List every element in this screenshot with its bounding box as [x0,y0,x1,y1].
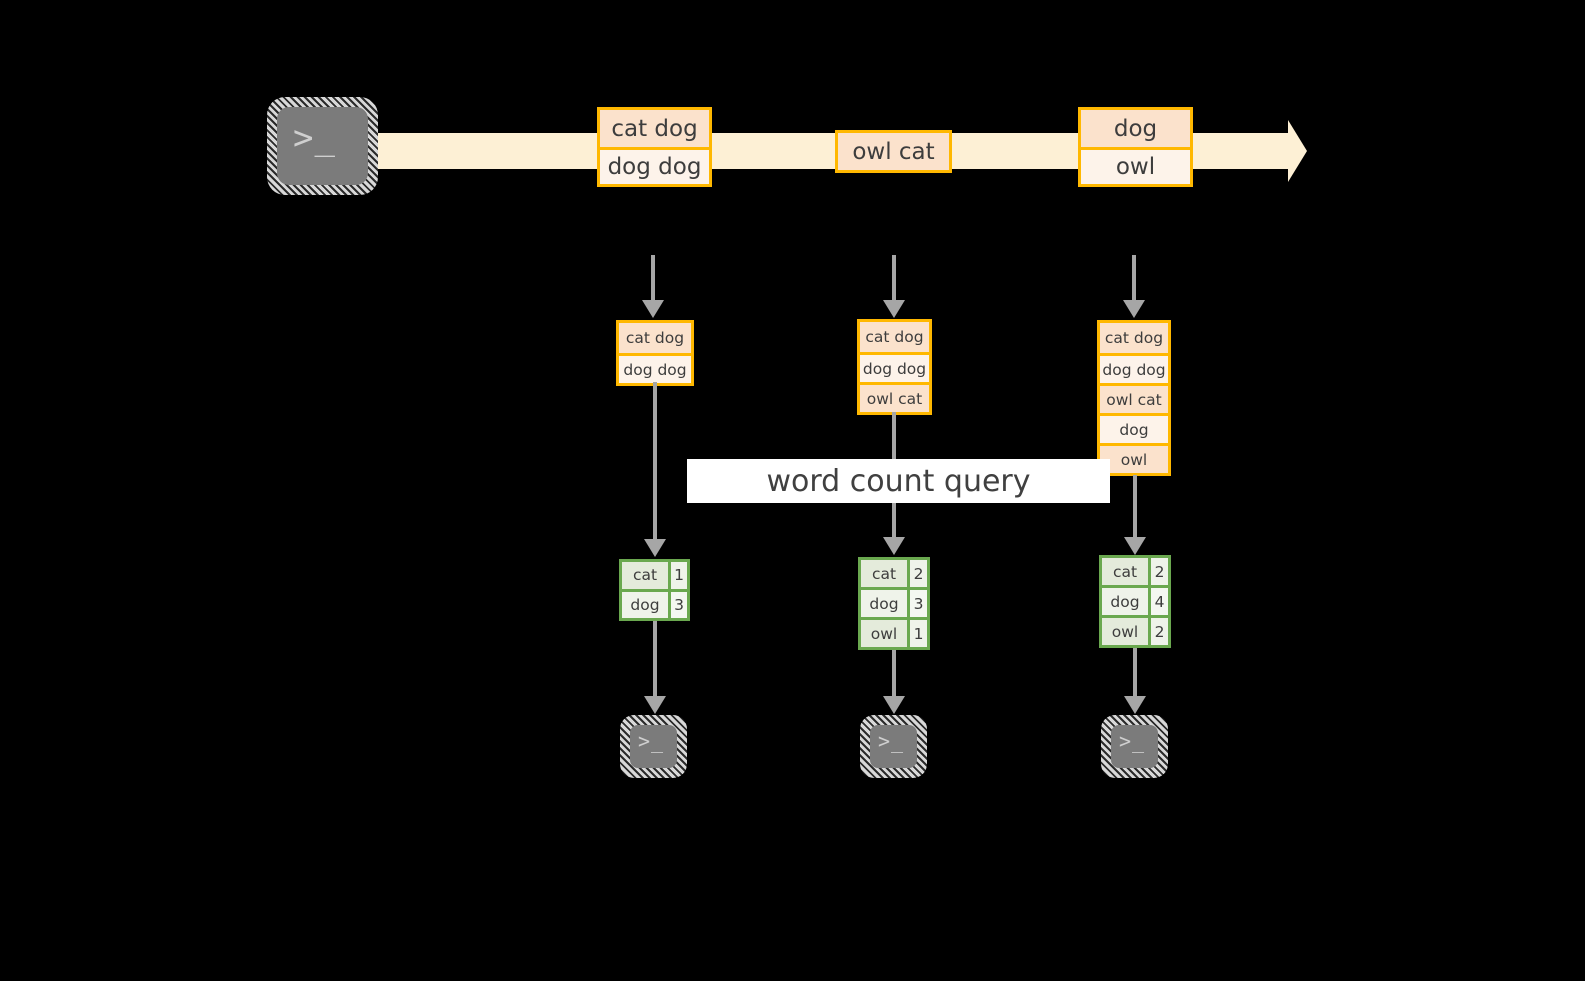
result-key: dog [622,591,668,618]
stream-batch-row: owl [1081,147,1190,184]
stage-1-result-arrowhead [644,539,666,557]
terminal-screen: >_ [1111,725,1158,768]
terminal-screen: >_ [630,725,677,768]
result-key: owl [861,620,907,647]
result-value: 2 [907,560,927,587]
result-row: dog 3 [861,587,927,617]
stage-2-sink-terminal-icon: >_ [860,715,927,778]
terminal-prompt-glyph: >_ [1119,729,1146,753]
stage-1-input-table: cat dog dog dog [616,320,694,386]
result-row: cat 2 [1102,558,1168,585]
input-row: owl cat [1100,383,1168,413]
stage-3-result-table: cat 2 dog 4 owl 2 [1099,555,1171,648]
result-key: dog [861,590,907,617]
result-row: dog 3 [622,588,687,618]
result-value: 2 [1148,558,1168,585]
stage-3-input-table: cat dog dog dog owl cat dog owl [1097,320,1171,476]
result-row: dog 4 [1102,585,1168,615]
terminal-prompt-glyph: >_ [878,729,905,753]
stage-1-sink-terminal-icon: >_ [620,715,687,778]
stage-2-trigger-arrowhead [883,300,905,318]
input-row: cat dog [1100,323,1168,353]
result-value: 3 [907,590,927,617]
stage-1-to-sink-connector [653,621,657,696]
stream-batch-row: dog dog [600,147,709,184]
stage-2-sink-arrowhead [883,696,905,714]
stream-batch-2: owl cat [835,130,952,173]
result-key: cat [1102,558,1148,585]
stream-batch-3: dog owl [1078,107,1193,187]
stream-batch-row: cat dog [600,110,709,147]
stage-1-sink-arrowhead [644,696,666,714]
input-row: owl [1100,443,1168,473]
input-row: owl cat [860,382,929,412]
stage-1-trigger-arrowhead [642,300,664,318]
result-key: owl [1102,618,1148,645]
result-key: dog [1102,588,1148,615]
stage-3-to-sink-connector [1133,648,1137,696]
result-value: 1 [668,562,687,589]
result-key: cat [861,560,907,587]
stage-2-result-table: cat 2 dog 3 owl 1 [858,557,930,650]
stage-2-trigger-connector [892,255,896,300]
result-value: 1 [907,620,927,647]
input-row: dog [1100,413,1168,443]
stage-3-sink-terminal-icon: >_ [1101,715,1168,778]
input-row: dog dog [860,352,929,382]
stage-2-to-sink-connector [892,650,896,696]
stage-2-input-table: cat dog dog dog owl cat [857,319,932,415]
stage-3-trigger-connector [1132,255,1136,300]
result-value: 2 [1148,618,1168,645]
input-row: cat dog [619,323,691,353]
stage-3-result-arrowhead [1124,537,1146,555]
result-row: cat 2 [861,560,927,587]
source-terminal-icon: >_ [267,97,378,195]
input-row: dog dog [619,353,691,383]
input-row: cat dog [860,322,929,352]
input-row: dog dog [1100,353,1168,383]
stage-1-trigger-connector [651,255,655,300]
stage-2-result-arrowhead [883,537,905,555]
stream-batch-1: cat dog dog dog [597,107,712,187]
stage-1-to-result-connector [653,382,657,539]
stream-batch-row: dog [1081,110,1190,147]
terminal-prompt-glyph: >_ [638,729,665,753]
result-key: cat [622,562,668,589]
terminal-prompt-glyph: >_ [293,118,336,158]
stage-3-sink-arrowhead [1124,696,1146,714]
result-row: owl 1 [861,617,927,647]
stream-arrow-head [1288,120,1307,182]
result-row: cat 1 [622,562,687,589]
terminal-screen: >_ [870,725,917,768]
query-label: word count query [687,459,1110,503]
stage-3-to-result-connector [1133,475,1137,537]
terminal-screen: >_ [277,107,368,185]
stream-batch-row: owl cat [838,133,949,170]
stage-1-result-table: cat 1 dog 3 [619,559,690,621]
result-row: owl 2 [1102,615,1168,645]
stage-3-trigger-arrowhead [1123,300,1145,318]
result-value: 4 [1148,588,1168,615]
result-value: 3 [668,591,687,618]
